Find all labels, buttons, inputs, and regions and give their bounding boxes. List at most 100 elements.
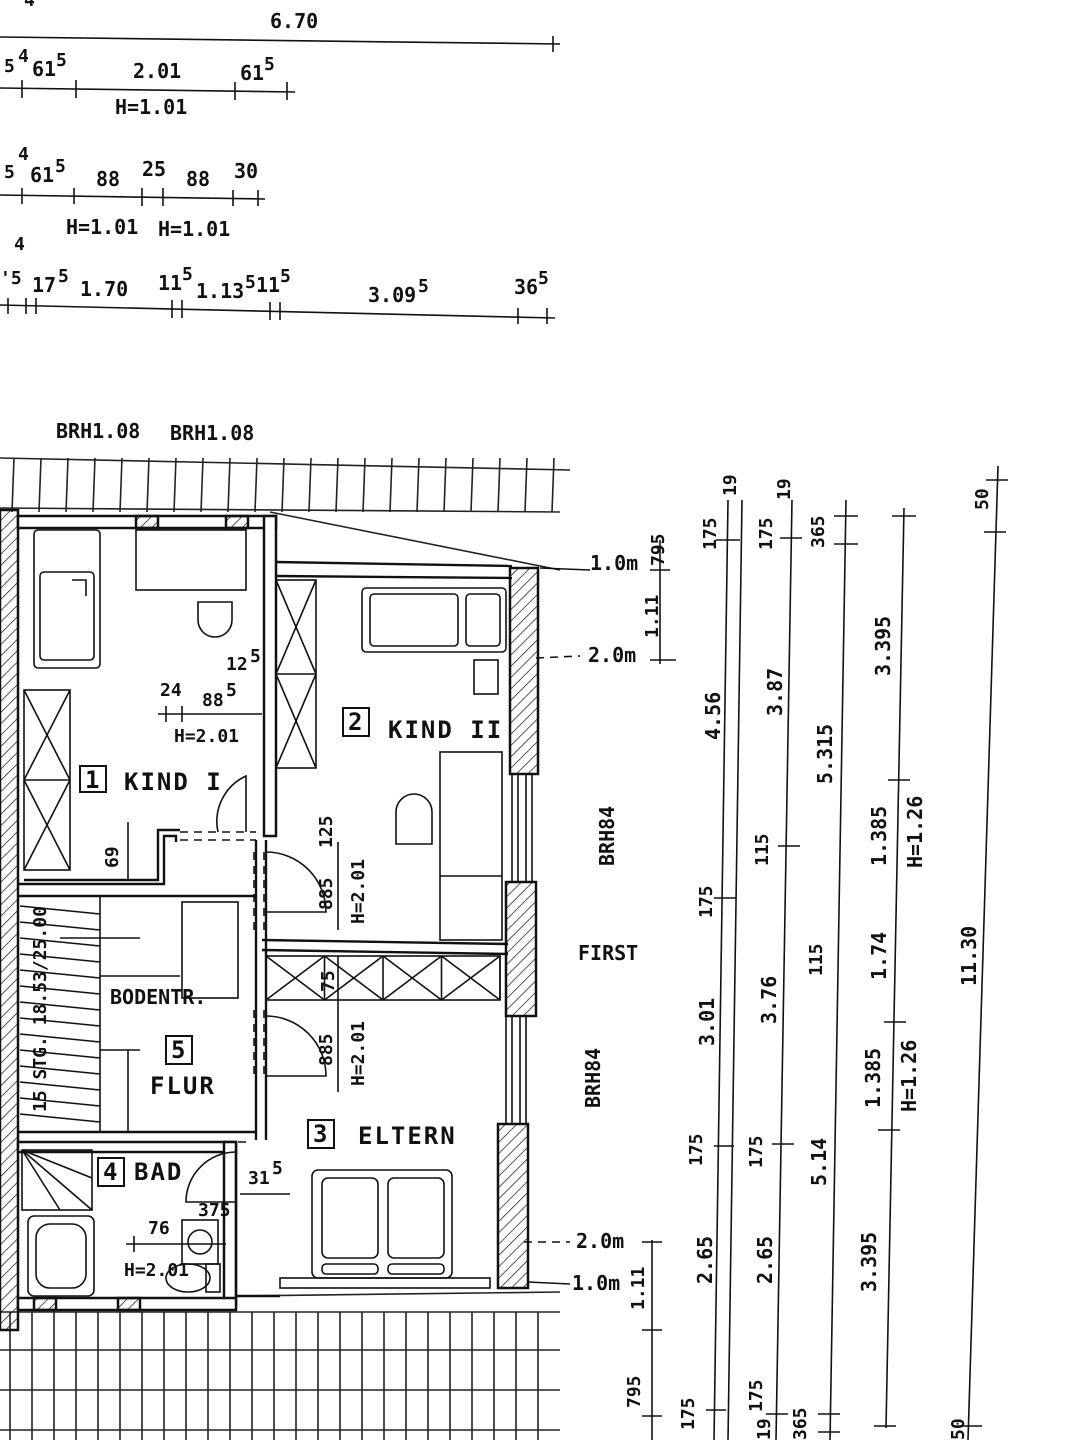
dim-c3-387: 3.87 [763, 668, 787, 716]
outer-wall-right-lower [496, 1122, 530, 1290]
dim-row4-g: 3.09 [368, 283, 416, 307]
door-kind2 [265, 851, 327, 913]
bed-kind2 [361, 587, 507, 653]
dim-row3-top: 4 [18, 144, 29, 165]
label-height-1m-bottom: 1.0m [572, 1271, 620, 1295]
toilet [165, 1263, 211, 1293]
label-brh84-lower: BRH84 [581, 1048, 605, 1108]
door-bad [185, 1151, 237, 1203]
dim-kind1-69: 69 [102, 846, 123, 868]
room-bad-number: 4 [103, 1158, 119, 1186]
dim-c3-115-a: 115 [752, 833, 773, 866]
dim-row3-f: 30 [234, 159, 258, 183]
dim-row2-c: 61 [32, 57, 56, 81]
dim-c5-1385-bottom: 1.385 [861, 1048, 885, 1108]
dim-bad-76: 76 [148, 1218, 170, 1239]
window-eltern [505, 1015, 527, 1125]
label-brh84-upper: BRH84 [595, 806, 619, 866]
dim-c3-175-low: 175 [746, 1135, 767, 1168]
roof-tiles-top [0, 457, 571, 571]
dim-c4-365-top: 365 [808, 515, 829, 548]
dim-c2-456: 4.56 [701, 692, 725, 740]
roof-tiles-bottom [0, 1291, 561, 1440]
bed-eltern [311, 1169, 453, 1279]
shower [21, 1149, 93, 1211]
dim-row4-c: 1.70 [80, 277, 128, 301]
dim-door2-885: 885 [316, 877, 337, 910]
dim-c6-50-top: 50 [972, 488, 993, 510]
dim-kind1-125: 12 [226, 654, 248, 675]
outer-wall-left [0, 508, 20, 1332]
dim-c4-514: 5.14 [807, 1138, 831, 1186]
wall-bad-right [222, 1140, 238, 1308]
dim-c3-175-bottom: 175 [746, 1379, 767, 1412]
dim-c4-115: 115 [806, 943, 827, 976]
svg-text:5: 5 [226, 680, 237, 701]
dim-c5-174: 1.74 [867, 932, 891, 980]
dim-row4-d: 11 [158, 271, 182, 295]
dim-row4-top: 4 [14, 234, 25, 255]
room-kind1-name: KIND I [124, 768, 223, 796]
dim-row3-h1: H=1.01 [66, 215, 138, 239]
dim-c1-111-bottom: 1.11 [628, 1267, 649, 1310]
dim-c2-175-low: 175 [686, 1133, 707, 1166]
interior-dimensions: 24 88 5 H=2.01 12 5 69 885 125 H=2.01 88… [102, 646, 369, 1281]
dim-kind1-h: H=2.01 [174, 726, 239, 747]
room-labels: 1 KIND I 2 KIND II 3 ELTERN 4 BAD 5 FLUR… [30, 551, 638, 1295]
dim-row2-e: 61 [240, 61, 264, 85]
dim-c1-795-bottom: 795 [624, 1375, 645, 1408]
dim-c1-795-top: 795 [648, 533, 669, 566]
dim-row2-d: 2.01 [133, 59, 181, 83]
svg-text:5: 5 [272, 1158, 283, 1179]
dim-row2-e-sup: 5 [264, 54, 275, 75]
dim-door3-885: 885 [316, 1033, 337, 1066]
room-flur-number: 5 [171, 1036, 187, 1064]
window-kind2 [511, 773, 533, 883]
dim-c3-19-bottom: 19 [754, 1418, 775, 1440]
dim-c3-175-top: 175 [756, 517, 777, 550]
dim-c3-19-top: 19 [720, 474, 741, 496]
label-bodentreppe: BODENTR. [110, 985, 206, 1009]
label-first: FIRST [578, 941, 638, 965]
dim-c5-h126-top: H=1.26 [903, 796, 927, 868]
desk-kind1 [135, 529, 247, 591]
room-eltern-name: ELTERN [358, 1122, 457, 1150]
dim-row4-f-sup: 5 [280, 266, 291, 287]
dim-row4-h: 36 [514, 275, 538, 299]
dim-row2-b: 4 [18, 46, 29, 67]
room-bad-name: BAD [134, 1158, 183, 1186]
dim-c1-111-top: 1.11 [642, 595, 663, 638]
brh-label-1: BRH1.08 [56, 419, 140, 443]
dim-c4-365-bottom: 365 [790, 1407, 811, 1440]
dim-c4-5315: 5.315 [813, 724, 837, 784]
dim-row4-b: 17 [32, 273, 56, 297]
dim-row4-b-sup: 5 [58, 266, 69, 287]
dim-c5-3395-bottom: 3.395 [857, 1232, 881, 1292]
dim-bad-315: 31 [248, 1168, 270, 1189]
dim-door3-75: 75 [318, 970, 339, 992]
door-kind1 [216, 774, 247, 833]
washbasin [181, 1219, 219, 1265]
dim-c2-175-mid: 175 [696, 885, 717, 918]
dim-row2-a: 5 [4, 56, 15, 77]
dim-row3-e: 88 [186, 167, 210, 191]
outer-wall-right-mid [504, 880, 538, 1018]
dim-c3-376: 3.76 [757, 976, 781, 1024]
dim-row2-c-sup: 5 [56, 50, 67, 71]
dim-kind1-885: 88 [202, 690, 224, 711]
dim-row1-total: 6.70 [270, 9, 318, 33]
furniture [19, 529, 507, 1297]
dim-door3-h: H=2.01 [348, 1021, 369, 1086]
dim-row3-b-sup: 5 [55, 156, 66, 177]
dim-row4-g-sup: 5 [418, 276, 429, 297]
dim-c4-19-top: 19 [774, 478, 795, 500]
room-kind2-number: 2 [348, 708, 364, 736]
chair-kind1 [197, 601, 233, 638]
dim-c2-265: 2.65 [693, 1236, 717, 1284]
bed-kind1 [33, 529, 101, 669]
doors [185, 774, 327, 1203]
dim-row4-f: 11 [256, 273, 280, 297]
room-eltern-number: 3 [313, 1120, 329, 1148]
label-height-2m-top: 2.0m [588, 643, 636, 667]
